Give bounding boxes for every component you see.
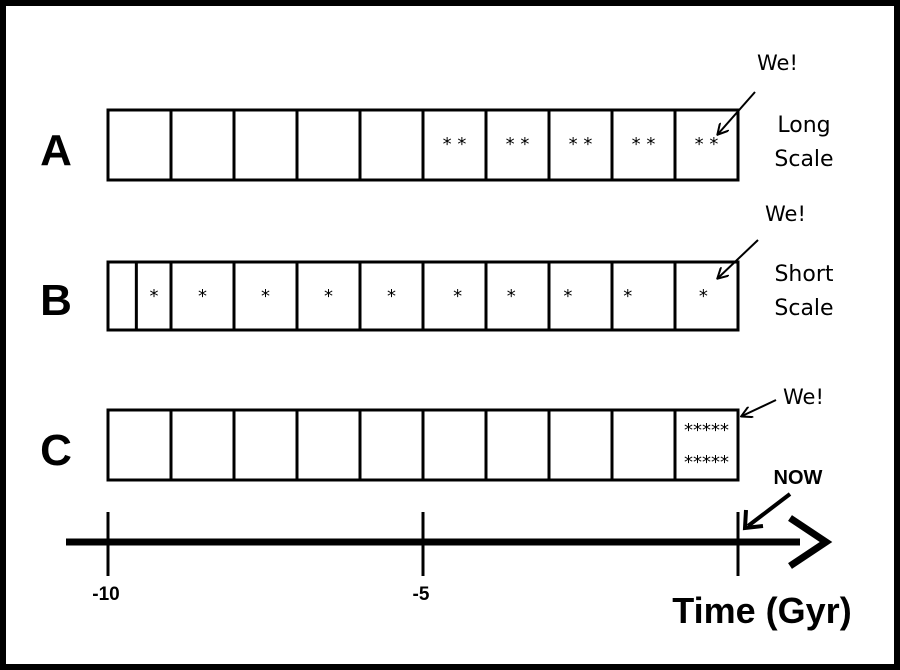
now-arrow (746, 492, 792, 528)
axis-arrowhead (788, 515, 833, 569)
row-b-stars: * (507, 286, 516, 307)
row-c: C ***** ***** We! (40, 385, 824, 482)
now-arrowhead (742, 509, 764, 531)
row-a-we-label: We! (757, 51, 798, 75)
time-axis: -10 -5 NOW Time (Gyr) (66, 467, 852, 631)
row-b-we-arrow (718, 239, 759, 278)
row-c-stars: ***** (684, 452, 729, 473)
row-b-stars: * (699, 286, 708, 307)
row-c-we-arrow (742, 399, 777, 416)
row-b-letter: B (40, 276, 72, 325)
row-b-stars: * (198, 286, 207, 307)
axis-tick-label: -5 (413, 584, 430, 605)
axis-tick-label: -10 (92, 584, 119, 605)
axis-title: Time (Gyr) (672, 590, 851, 631)
row-b-stars: * (563, 286, 572, 307)
row-a-stars: * * (569, 134, 593, 155)
rows-layer: A* ** ** ** ** *LongScaleWe!B**********S… (40, 51, 834, 482)
row-a-stars: * * (632, 134, 656, 155)
row-a-stars: * * (443, 134, 467, 155)
row-a-letter: A (40, 126, 72, 175)
row-b-stars: * (324, 286, 333, 307)
row-a-scale-label: Scale (774, 147, 833, 172)
row-a-we-arrow (718, 91, 756, 134)
row-b-scale-label: Scale (774, 296, 833, 321)
row-b-we-label: We! (765, 202, 806, 226)
now-label: NOW (774, 467, 823, 489)
row-c-we-label: We! (783, 385, 824, 409)
row-b-scale-label: Short (774, 262, 833, 287)
row-a-stars: * * (695, 134, 719, 155)
row-b-stars: * (387, 286, 396, 307)
row-a-scale-label: Long (777, 113, 830, 138)
row-c-stars: ***** (684, 420, 729, 441)
row-b-stars: * (453, 286, 462, 307)
row-c-letter: C (40, 426, 72, 475)
row-a-stars: * * (506, 134, 530, 155)
row-b-stars: * (261, 286, 270, 307)
row-b-stars: * (623, 286, 632, 307)
row-b-stars: * (149, 286, 158, 307)
